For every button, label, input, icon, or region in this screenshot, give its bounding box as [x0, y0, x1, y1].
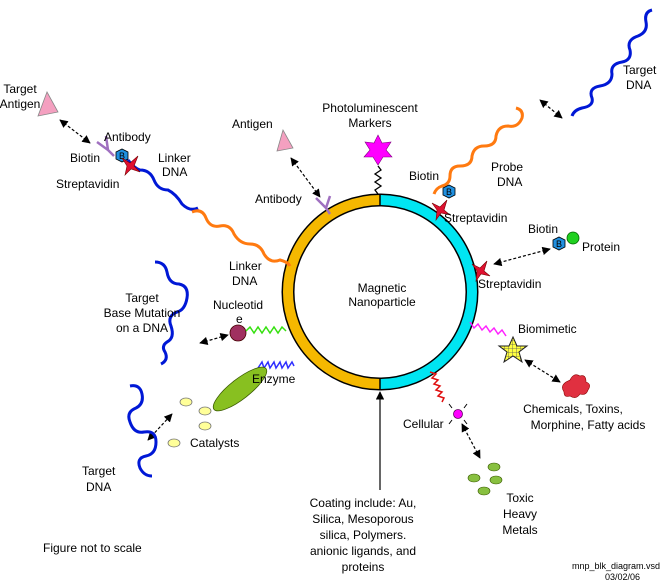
coating-label-1: Coating include: Au, [310, 496, 417, 510]
antigen-triangle [276, 128, 294, 152]
biomimetic-icon [497, 335, 529, 364]
coating-label-5: proteins [342, 560, 385, 574]
coating-label-2: Silica, Mesoporous [312, 512, 413, 526]
toxic-metals-label-2: Heavy [503, 507, 537, 521]
nucleotide-icon [229, 324, 247, 342]
center-label-line2: Nanoparticle [348, 295, 416, 309]
toxic-metals-label-3: Metals [502, 523, 537, 537]
nucleotide-label-1: Nucleotid [213, 298, 263, 312]
coating-label-3: silica, Polymers. [320, 528, 407, 542]
enzyme-icon [212, 366, 268, 412]
arrow-protein [493, 246, 551, 267]
antibody-mid-icon [315, 195, 332, 215]
biomimetic-linker [469, 321, 507, 337]
center-label-line1: Magnetic [358, 281, 407, 295]
chemicals-label-1: Chemicals, Toxins, [523, 402, 623, 416]
streptavidin-top-icon [431, 199, 451, 222]
biotin-right-label: Biotin [528, 222, 558, 236]
target-dna-lower-left [127, 384, 158, 478]
target-antigen-triangle [37, 91, 59, 117]
arrow-nucleotide [199, 333, 229, 345]
svg-text:B: B [556, 239, 562, 249]
target-mutation-dna [154, 260, 189, 366]
target-dna-right-label-1: Target [623, 63, 657, 77]
antibody-left-label: Antibody [104, 130, 151, 144]
target-antigen-label-2: Antigen [0, 97, 40, 111]
nucleotide-linker [245, 325, 287, 335]
svg-text:B: B [446, 187, 452, 197]
coating-label-4: anionic ligands, and [310, 544, 416, 558]
streptavidin-top-label: Streptavidin [444, 211, 507, 225]
arrow-target-antigen [59, 119, 91, 144]
arrow-chemicals [524, 359, 561, 383]
biotin-left-label: Biotin [70, 151, 100, 165]
antibody-upper-left-icon [96, 135, 115, 157]
linker-dna-orange-upper-left [191, 209, 292, 267]
target-dna-upper-right [570, 8, 653, 117]
linker-dna-mid-label-2: DNA [232, 274, 257, 288]
antigen-label: Antigen [232, 117, 273, 131]
ring-left-half-fill [283, 195, 381, 389]
cellular-spikes [448, 403, 468, 425]
arrow-antigen [290, 157, 321, 198]
streptavidin-upper-left-icon [121, 155, 141, 176]
photoluminescent-marker-star [363, 134, 393, 166]
nucleotide-label-2: e [236, 312, 243, 326]
streptavidin-right-label: Streptavidin [478, 277, 541, 291]
linker-dna-mid-label-1: Linker [229, 259, 262, 273]
enzyme-label: Enzyme [252, 372, 296, 386]
ring-right-half-fill [379, 195, 477, 389]
arrow-catalysts [147, 413, 173, 441]
biotin-upper-left-icon: B [115, 148, 129, 163]
cellular-linker [429, 371, 446, 403]
cellular-label: Cellular [403, 417, 444, 431]
protein-label: Protein [582, 240, 620, 254]
svg-text:B: B [119, 151, 125, 161]
biomimetic-label: Biomimetic [518, 322, 577, 336]
streptavidin-right-icon [471, 260, 491, 283]
linker-dna-top-label-2: DNA [162, 165, 187, 179]
chemical-icon [562, 374, 590, 398]
not-to-scale-note: Figure not to scale [43, 541, 142, 555]
biotin-top-icon: B [442, 184, 456, 199]
magnetic-nanoparticle: Magnetic Nanoparticle [281, 193, 479, 391]
photoluminescent-label-2: Markers [348, 116, 391, 130]
target-mutation-label-3: on a DNA [116, 321, 168, 335]
target-dna-left-label-1: Target [82, 464, 116, 478]
date-label: 03/02/06 [605, 572, 640, 582]
chemicals-label-2: Morphine, Fatty acids [531, 418, 646, 432]
heavy-metals-icon [467, 462, 503, 496]
target-mutation-label-1: Target [125, 291, 159, 305]
catalysts-label: Catalysts [190, 436, 239, 450]
photoluminescent-label-1: Photoluminescent [322, 101, 418, 115]
catalysts-icon [167, 397, 212, 448]
biotin-right-icon: B [552, 236, 566, 251]
linker-dna-top-label-1: Linker [158, 151, 191, 165]
target-antigen-label-1: Target [3, 82, 37, 96]
protein-icon [566, 231, 580, 245]
biotin-top-label: Biotin [409, 169, 439, 183]
linker-dna-blue-upper-left [126, 159, 199, 211]
probe-dna-label-2: DNA [497, 175, 522, 189]
cellular-icon [453, 409, 463, 419]
toxic-metals-label-1: Toxic [506, 491, 533, 505]
filename-label: mnp_blk_diagram.vsd [572, 561, 660, 571]
probe-dna-upper-right [432, 106, 524, 195]
target-mutation-label-2: Base Mutation [104, 306, 181, 320]
marker-linker [373, 165, 383, 195]
arrow-target-dna-right [539, 99, 563, 119]
target-dna-left-label-2: DNA [86, 480, 111, 494]
antibody-mid-label: Antibody [255, 192, 302, 206]
streptavidin-left-label: Streptavidin [56, 177, 119, 191]
arrow-toxic-metals [461, 423, 481, 459]
target-dna-right-label-2: DNA [626, 78, 651, 92]
probe-dna-label-1: Probe [491, 160, 523, 174]
